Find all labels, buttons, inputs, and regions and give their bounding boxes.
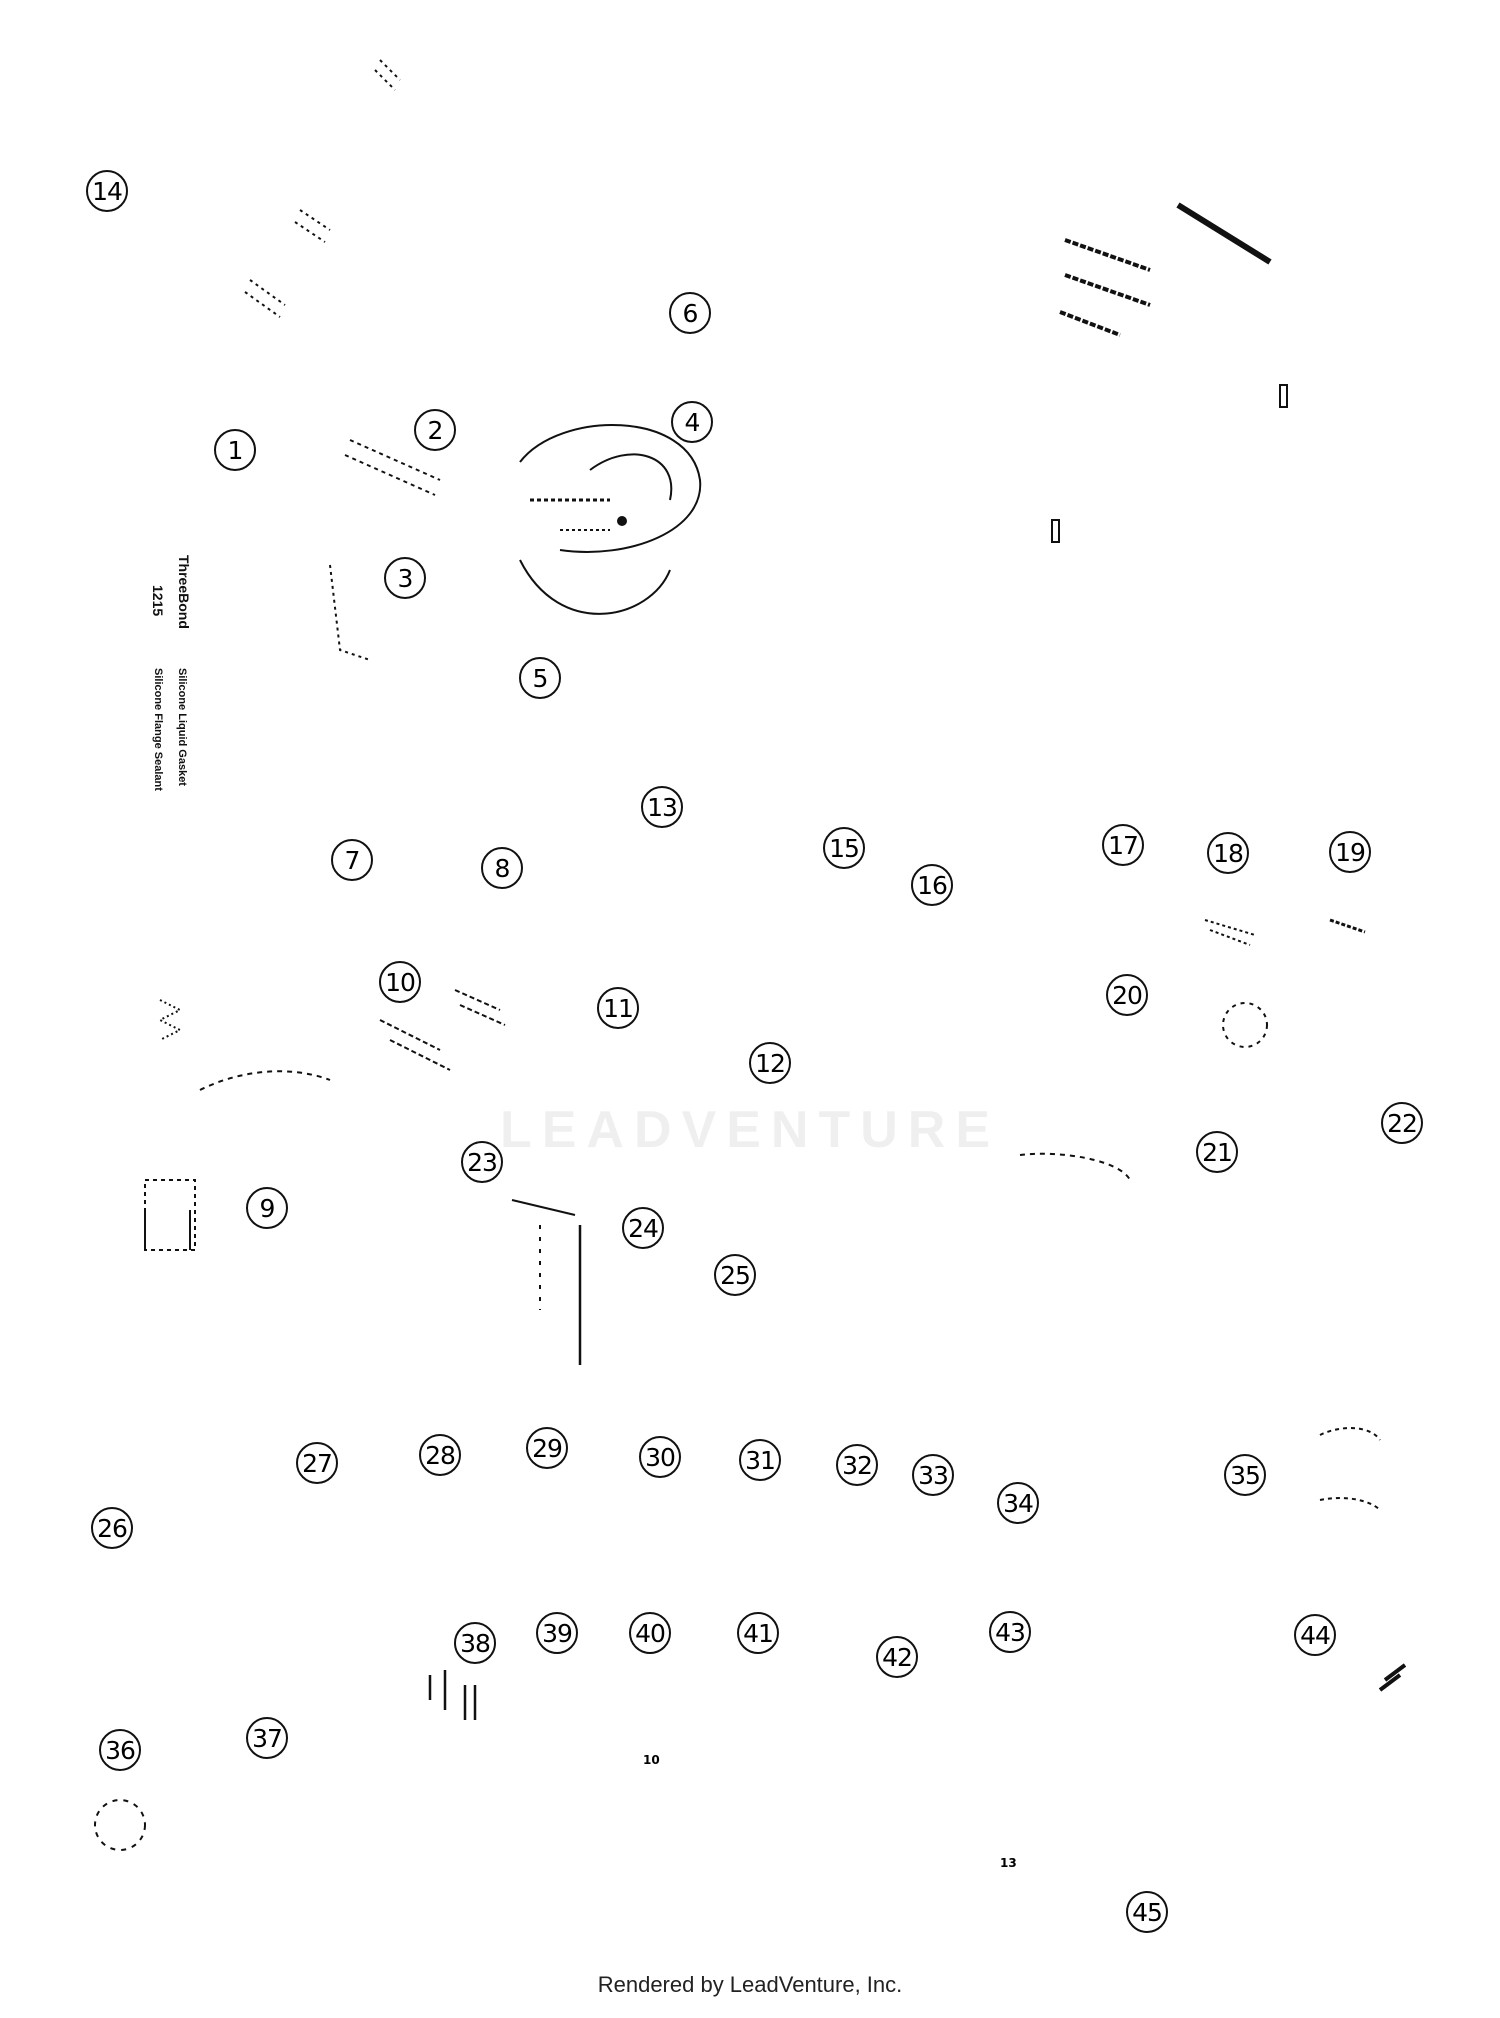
callout-23[interactable]: 23 [461, 1141, 503, 1183]
callout-27[interactable]: 27 [296, 1442, 338, 1484]
washer-36 [94, 1799, 146, 1851]
callout-10[interactable]: 10 [379, 961, 421, 1003]
filter-part [144, 1179, 196, 1251]
callout-32[interactable]: 32 [836, 1444, 878, 1486]
dashed-part-d [344, 439, 441, 496]
sealant-line-1: Silicone Liquid Gasket [176, 668, 188, 786]
callout-38[interactable]: 38 [454, 1622, 496, 1664]
callout-9[interactable]: 9 [246, 1187, 288, 1229]
pin-19 [1329, 918, 1366, 934]
callout-30[interactable]: 30 [639, 1436, 681, 1478]
callout-24[interactable]: 24 [622, 1207, 664, 1249]
callout-25[interactable]: 25 [714, 1254, 756, 1296]
clip-21 [1019, 1152, 1131, 1181]
callout-1[interactable]: 1 [214, 429, 256, 471]
cover-outline [519, 424, 702, 553]
spring-part [157, 999, 183, 1041]
callout-2[interactable]: 2 [414, 409, 456, 451]
callout-28[interactable]: 28 [419, 1434, 461, 1476]
spring-44 [1378, 1663, 1407, 1692]
callout-7[interactable]: 7 [331, 839, 373, 881]
callout-5[interactable]: 5 [519, 657, 561, 699]
callout-21[interactable]: 21 [1196, 1131, 1238, 1173]
dowel-pin-1 [1279, 384, 1288, 408]
dashed-part-a [374, 59, 401, 91]
callout-29[interactable]: 29 [526, 1427, 568, 1469]
footer-credit: Rendered by LeadVenture, Inc. [597, 1972, 903, 1997]
pin-18 [1204, 919, 1256, 946]
callout-22[interactable]: 22 [1381, 1102, 1423, 1144]
callout-15[interactable]: 15 [823, 827, 865, 869]
callout-34[interactable]: 34 [997, 1482, 1039, 1524]
callout-31[interactable]: 31 [739, 1439, 781, 1481]
bolt-2 [1064, 273, 1151, 307]
callout-35[interactable]: 35 [1224, 1454, 1266, 1496]
bolt-1 [1064, 238, 1151, 272]
callout-17[interactable]: 17 [1102, 824, 1144, 866]
callout-12[interactable]: 12 [749, 1042, 791, 1084]
callout-39[interactable]: 39 [536, 1612, 578, 1654]
bearing-35 [1319, 1427, 1381, 1511]
sealant-code: 1215 [150, 585, 166, 617]
bearing-20 [1222, 1002, 1268, 1048]
hose-part [199, 1070, 331, 1091]
callout-43[interactable]: 43 [989, 1611, 1031, 1653]
callout-40[interactable]: 40 [629, 1612, 671, 1654]
callout-41[interactable]: 41 [737, 1612, 779, 1654]
callout-36[interactable]: 36 [99, 1729, 141, 1771]
cover-lower-arc [519, 559, 671, 615]
cover-inner-outline [589, 453, 673, 501]
callout-44[interactable]: 44 [1294, 1614, 1336, 1656]
callout-18[interactable]: 18 [1207, 832, 1249, 874]
shaft-group-10 [379, 989, 506, 1071]
callout-6[interactable]: 6 [669, 292, 711, 334]
dashed-part-c [244, 279, 286, 318]
callout-42[interactable]: 42 [876, 1636, 918, 1678]
watermark: LEADVENTURE [499, 1101, 1001, 1159]
callout-3[interactable]: 3 [384, 557, 426, 599]
callout-14[interactable]: 14 [86, 170, 128, 212]
callout-33[interactable]: 33 [912, 1454, 954, 1496]
callout-37[interactable]: 37 [246, 1717, 288, 1759]
callout-8[interactable]: 8 [481, 847, 523, 889]
callout-13[interactable]: 13 [641, 786, 683, 828]
callout-20[interactable]: 20 [1106, 974, 1148, 1016]
dowel-pin-2 [1051, 519, 1060, 543]
callout-19[interactable]: 19 [1329, 831, 1371, 873]
callout-16[interactable]: 16 [911, 864, 953, 906]
dashed-part-b [294, 209, 331, 243]
bolt-3 [1059, 310, 1121, 337]
callout-4[interactable]: 4 [671, 401, 713, 443]
sealant-brand: ThreeBond [176, 555, 192, 629]
callout-11[interactable]: 11 [597, 987, 639, 1029]
long-bolt [1176, 202, 1272, 265]
filter-9-outline [144, 1210, 191, 1250]
cover-dot [617, 516, 627, 526]
pins-38 [428, 1670, 477, 1720]
callout-26[interactable]: 26 [91, 1507, 133, 1549]
callout-45[interactable]: 45 [1126, 1891, 1168, 1933]
small-label-13: 13 [1000, 1856, 1017, 1870]
sealant-line-2: Silicone Flange Sealant [152, 668, 164, 791]
rod-23-top [511, 1199, 576, 1216]
bracket-part [329, 564, 371, 661]
small-label-10: 10 [643, 1753, 660, 1767]
